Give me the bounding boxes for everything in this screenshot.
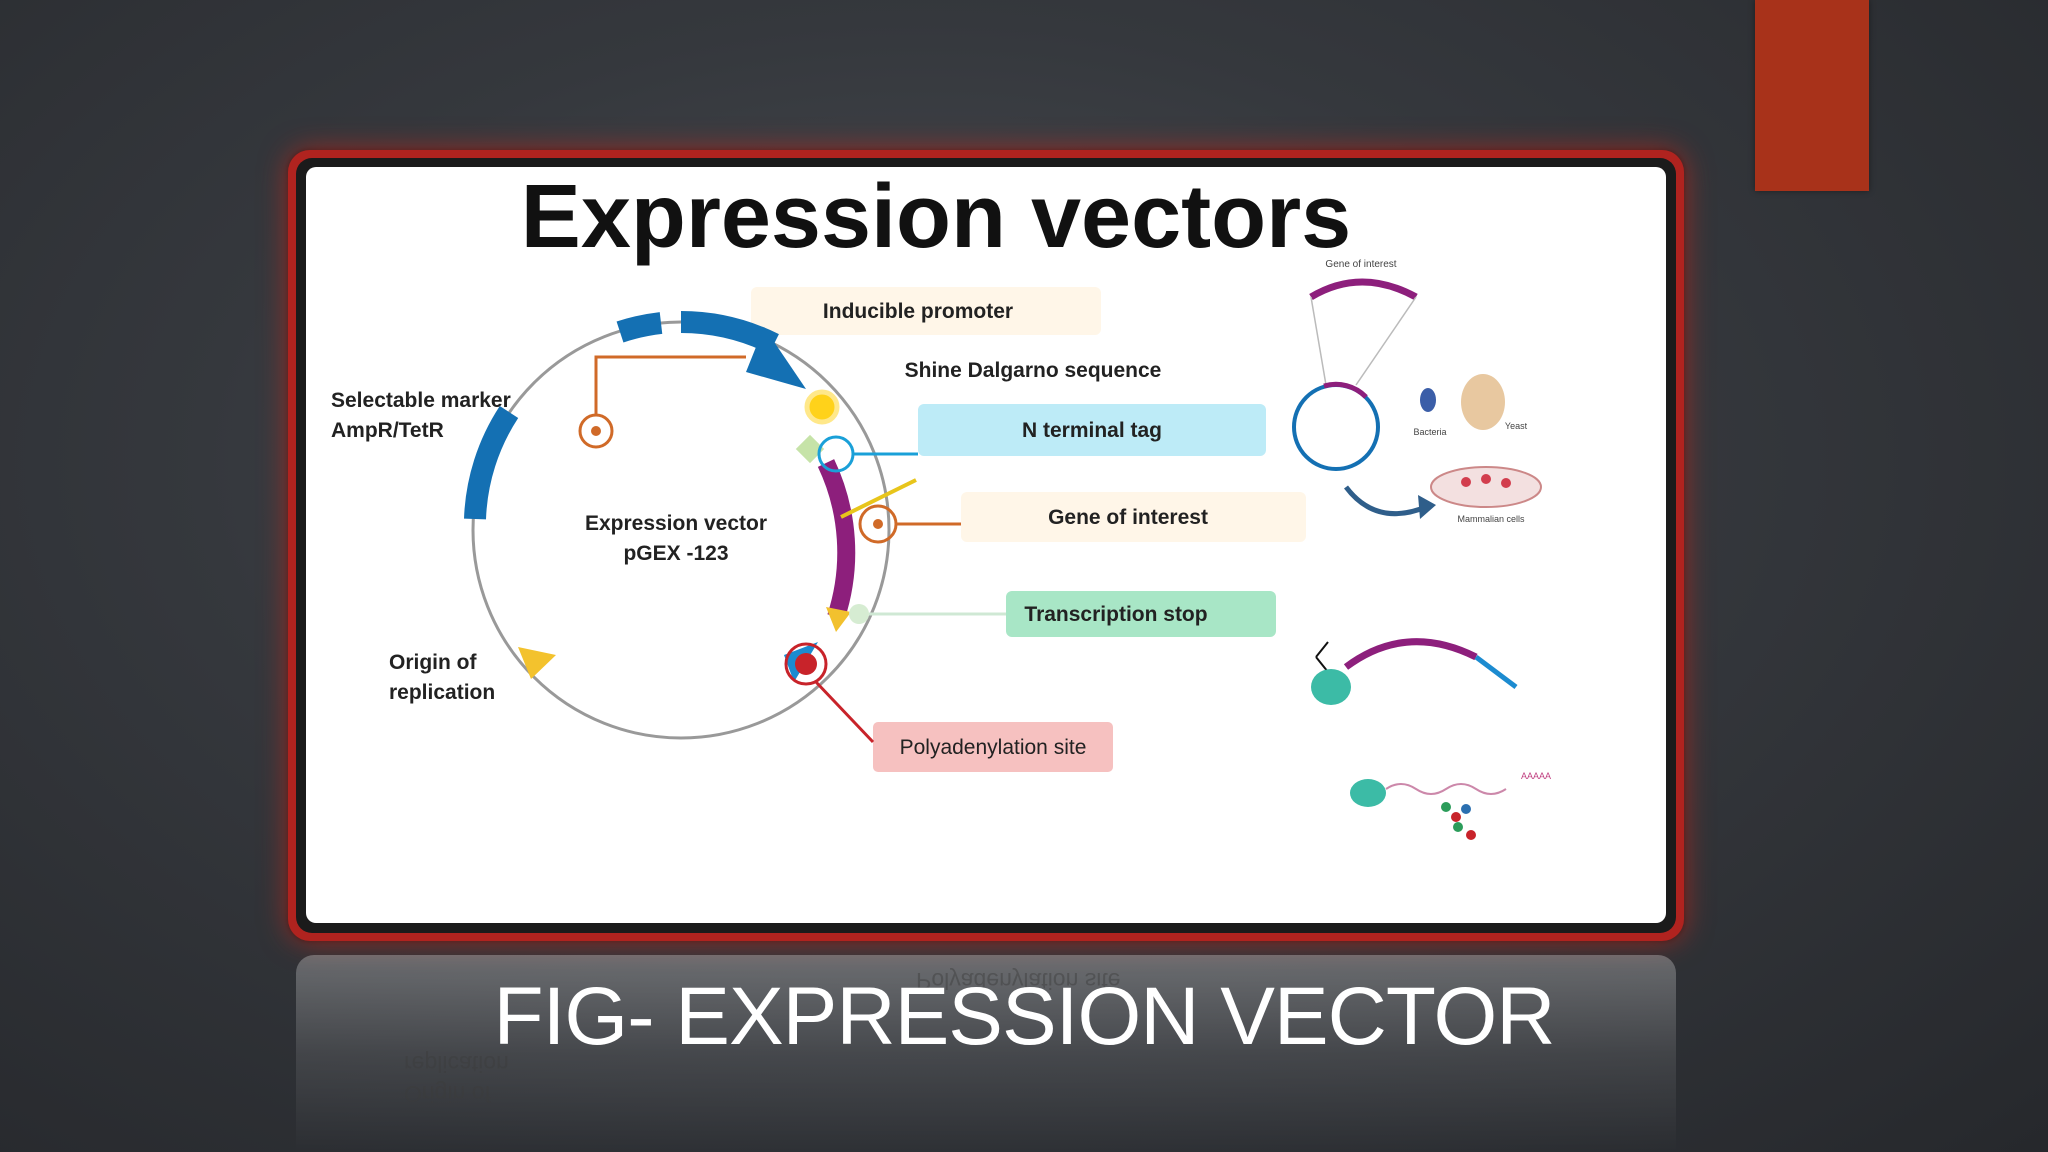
protein-bead-5 xyxy=(1466,830,1476,840)
selectable-marker-label: Selectable marker xyxy=(331,389,511,412)
protein-bead-4 xyxy=(1453,822,1463,832)
origin-marker xyxy=(518,647,556,679)
cut-site-line xyxy=(840,478,917,519)
shine-dalgarno-marker xyxy=(804,389,840,425)
figure-caption: FIG- EXPRESSION VECTOR xyxy=(493,971,1556,1062)
transcription-tag-arrow xyxy=(1474,655,1518,689)
mammalian-cell-2 xyxy=(1481,474,1491,484)
mammalian-cell-1 xyxy=(1461,477,1471,487)
gene-of-interest-box xyxy=(961,492,1306,542)
n-terminal-tag-box xyxy=(918,404,1266,456)
protein-bead-2 xyxy=(1451,812,1461,822)
gene-of-interest-arc xyxy=(817,459,856,620)
slide-content: Expression vectors Inducible promoter Sh… xyxy=(306,167,1666,923)
side-insert-line xyxy=(1310,296,1327,386)
accent-tab xyxy=(1755,0,1869,191)
diagram-title: Expression vectors xyxy=(521,167,1351,267)
selectable-marker-sublabel: AmpR/TetR xyxy=(331,419,444,442)
tag-arrowhead xyxy=(746,327,806,389)
expression-hosts-illustration: Gene of interest Bacteria Yeast xyxy=(1292,259,1551,840)
bacteria-label: Bacteria xyxy=(1413,427,1446,437)
rna-polymerase-icon xyxy=(1311,669,1351,705)
polya-tail-label: AAAAA xyxy=(1521,771,1551,781)
transcription-stop-label: Transcription stop xyxy=(1024,603,1207,626)
side-transfer-arrowhead xyxy=(1418,495,1436,519)
inducible-promoter-box xyxy=(751,287,1101,335)
expression-vector-diagram: Expression vectors Inducible promoter Sh… xyxy=(331,167,1551,840)
mrna-strand xyxy=(1385,783,1507,795)
promoter-arc xyxy=(616,312,663,343)
side-transfer-arrow xyxy=(1344,485,1427,517)
gene-of-interest-label: Gene of interest xyxy=(1048,506,1208,529)
polyadenylation-marker xyxy=(784,642,828,686)
vector-id: pGEX -123 xyxy=(623,542,728,565)
yeast-label: Yeast xyxy=(1505,421,1528,431)
n-terminal-tag-label: N terminal tag xyxy=(1022,419,1162,442)
protein-bead-1 xyxy=(1441,802,1451,812)
mammalian-cell-3 xyxy=(1501,478,1511,488)
reflection-origin: Origin of xyxy=(404,1081,491,1107)
origin-label: Origin of xyxy=(389,651,477,674)
gene-of-interest-marker-dot xyxy=(873,519,883,529)
polyadenylation-pointer xyxy=(814,680,875,744)
slide-bezel: Expression vectors Inducible promoter Sh… xyxy=(296,158,1676,933)
side-gene-label: Gene of interest xyxy=(1325,259,1396,270)
transcription-stop-triangle xyxy=(826,607,851,632)
side-plasmid xyxy=(1292,383,1380,471)
inducible-promoter-label: Inducible promoter xyxy=(823,300,1013,323)
transcription-stop-marker xyxy=(849,604,869,624)
side-plasmid-insert xyxy=(1323,381,1368,399)
side-insert-line-2 xyxy=(1355,296,1417,386)
polyadenylation-site-label: Polyadenylation site xyxy=(900,736,1087,759)
vector-name: Expression vector xyxy=(585,512,767,535)
shine-dalgarno-label: Shine Dalgarno sequence xyxy=(905,359,1162,382)
mammalian-cells-label: Mammalian cells xyxy=(1457,514,1525,524)
promoter-pointer xyxy=(594,355,746,415)
slide-reflection: Polyadenylation site Origin of replicati… xyxy=(296,955,1676,1152)
promoter-marker-dot xyxy=(591,426,601,436)
yeast-icon xyxy=(1461,374,1505,430)
transcription-gene-arc xyxy=(1343,638,1478,670)
transcription-promoter-arrow xyxy=(1315,641,1329,673)
selectable-marker-arc xyxy=(464,405,519,520)
protein-bead-3 xyxy=(1461,804,1471,814)
origin-sublabel: replication xyxy=(389,681,495,704)
ribosome-icon xyxy=(1350,779,1386,807)
shine-dalgarno-diamond xyxy=(795,434,825,464)
polyadenylation-site-box xyxy=(873,722,1113,772)
transcription-stop-box xyxy=(1006,591,1276,637)
side-gene-arc xyxy=(1309,278,1418,301)
polyadenylation-marker-dot xyxy=(795,653,817,675)
slide-frame: Expression vectors Inducible promoter Sh… xyxy=(288,150,1684,941)
bacteria-icon xyxy=(1420,388,1436,412)
mammalian-cells-dish xyxy=(1430,466,1542,508)
